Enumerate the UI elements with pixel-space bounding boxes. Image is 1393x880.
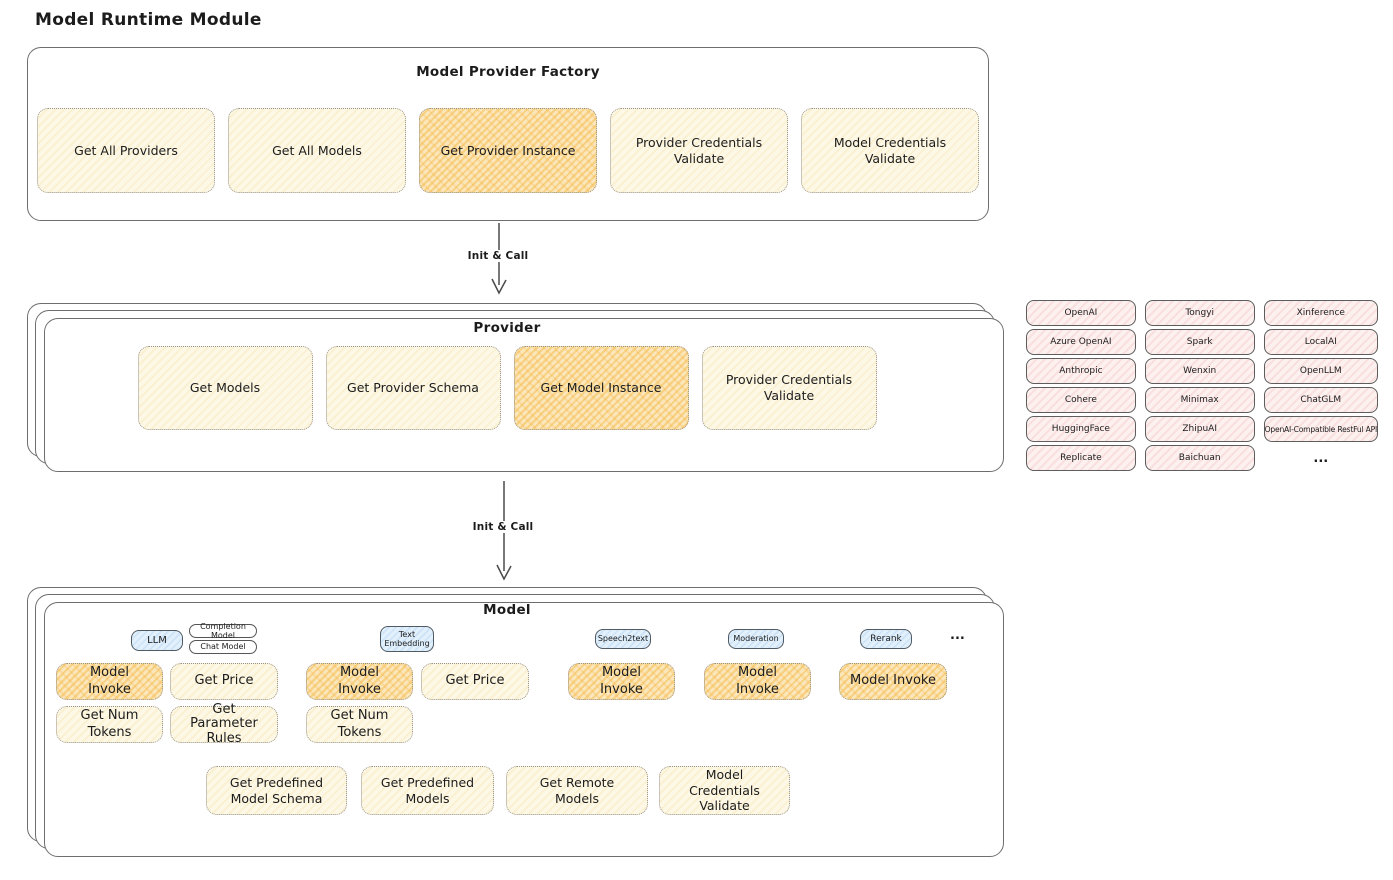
vendor-openllm: OpenLLM [1263, 358, 1378, 384]
moderation-model-invoke-box: Model Invoke [704, 663, 811, 700]
rerank-model-invoke-box: Model Invoke [839, 663, 947, 700]
vendor-anthropic: Anthropic [1026, 358, 1136, 384]
model-title: Model [483, 602, 531, 618]
llm-get-parameter-rules-box: Get Parameter Rules [170, 702, 278, 745]
vendor-cohere: Cohere [1026, 387, 1136, 413]
vendor-localai: LocalAI [1263, 329, 1378, 355]
embedding-get-num-tokens-box: Get Num Tokens [306, 706, 413, 743]
get-all-models-box: Get All Models [228, 108, 406, 193]
vendor-xinference: Xinference [1263, 300, 1378, 326]
embedding-get-price-box: Get Price [421, 663, 529, 700]
llm-get-num-tokens-box: Get Num Tokens [56, 706, 163, 743]
page-title: Model Runtime Module [35, 10, 262, 30]
vendor-chatglm: ChatGLM [1263, 387, 1378, 413]
model-types-ellipsis: ... [950, 628, 965, 643]
get-all-providers-box: Get All Providers [37, 108, 215, 193]
text-embedding-tag: Text Embedding [380, 626, 434, 652]
factory-title: Model Provider Factory [416, 64, 600, 80]
speech2text-tag: Speech2text [595, 629, 651, 649]
model-provider-factory-box: Model Provider Factory Get All Providers… [27, 47, 989, 221]
rerank-tag: Rerank [860, 629, 912, 649]
init-call-label-2: Init & Call [468, 521, 538, 533]
vendor-zhipuai: ZhipuAI [1144, 416, 1255, 442]
vendor-baichuan: Baichuan [1144, 445, 1255, 471]
provider-box: Provider Get Models Get Provider Schema … [27, 303, 987, 457]
completion-model-tag: Completion Model [189, 622, 257, 640]
get-model-instance-box: Get Model Instance [513, 346, 689, 430]
vendors-ellipsis: ... [1313, 450, 1329, 466]
moderation-tag: Moderation [728, 629, 784, 649]
provider-title: Provider [473, 320, 541, 336]
get-predefined-models-box: Get Predefined Models [361, 766, 494, 815]
llm-tag: LLM [131, 630, 183, 651]
get-models-box: Get Models [137, 346, 313, 430]
vendor-replicate: Replicate [1026, 445, 1136, 471]
get-provider-schema-box: Get Provider Schema [325, 346, 501, 430]
llm-model-invoke-box: Model Invoke [56, 663, 163, 700]
embedding-model-invoke-box: Model Invoke [306, 663, 413, 700]
init-call-label-1: Init & Call [463, 250, 533, 262]
speech2text-model-invoke-box: Model Invoke [568, 663, 675, 700]
get-provider-instance-box: Get Provider Instance [419, 108, 597, 193]
llm-get-price-box: Get Price [170, 663, 278, 700]
get-remote-models-box: Get Remote Models [506, 766, 648, 815]
vendor-tongyi: Tongyi [1144, 300, 1255, 326]
factory-items-row: Get All Providers Get All Models Get Pro… [28, 108, 988, 193]
vendor-minimax: Minimax [1144, 387, 1255, 413]
provider-vendors-grid: OpenAI Azure OpenAI Anthropic Cohere Hug… [1026, 300, 1378, 471]
vendor-azure-openai: Azure OpenAI [1026, 329, 1136, 355]
model-credentials-validate-box: Model Credentials Validate [801, 108, 979, 193]
model-credentials-validate-box-2: Model Credentials Validate [659, 766, 790, 815]
vendor-openai: OpenAI [1026, 300, 1136, 326]
provider-credentials-validate-box: Provider Credentials Validate [610, 108, 788, 193]
vendor-wenxin: Wenxin [1144, 358, 1255, 384]
vendor-openai-compatible: OpenAI-Compatible RestFul API [1263, 416, 1378, 442]
provider-credentials-validate-box-2: Provider Credentials Validate [701, 346, 877, 430]
get-predefined-model-schema-box: Get Predefined Model Schema [206, 766, 347, 815]
vendor-huggingface: HuggingFace [1026, 416, 1136, 442]
chat-model-tag: Chat Model [189, 640, 257, 654]
provider-items-row: Get Models Get Provider Schema Get Model… [28, 346, 986, 430]
vendor-spark: Spark [1144, 329, 1255, 355]
model-box: Model LLM Completion Model Chat Model Te… [27, 587, 987, 842]
